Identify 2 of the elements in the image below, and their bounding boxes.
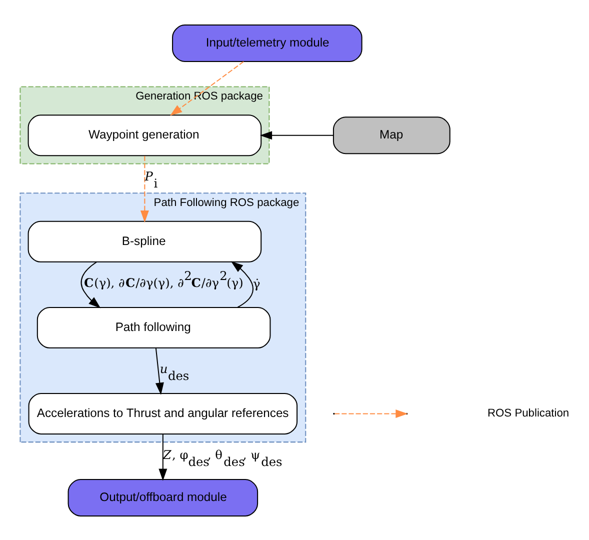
legend-label: ROS Publication bbox=[488, 407, 570, 420]
edge-label: γ̇ bbox=[253, 276, 260, 290]
